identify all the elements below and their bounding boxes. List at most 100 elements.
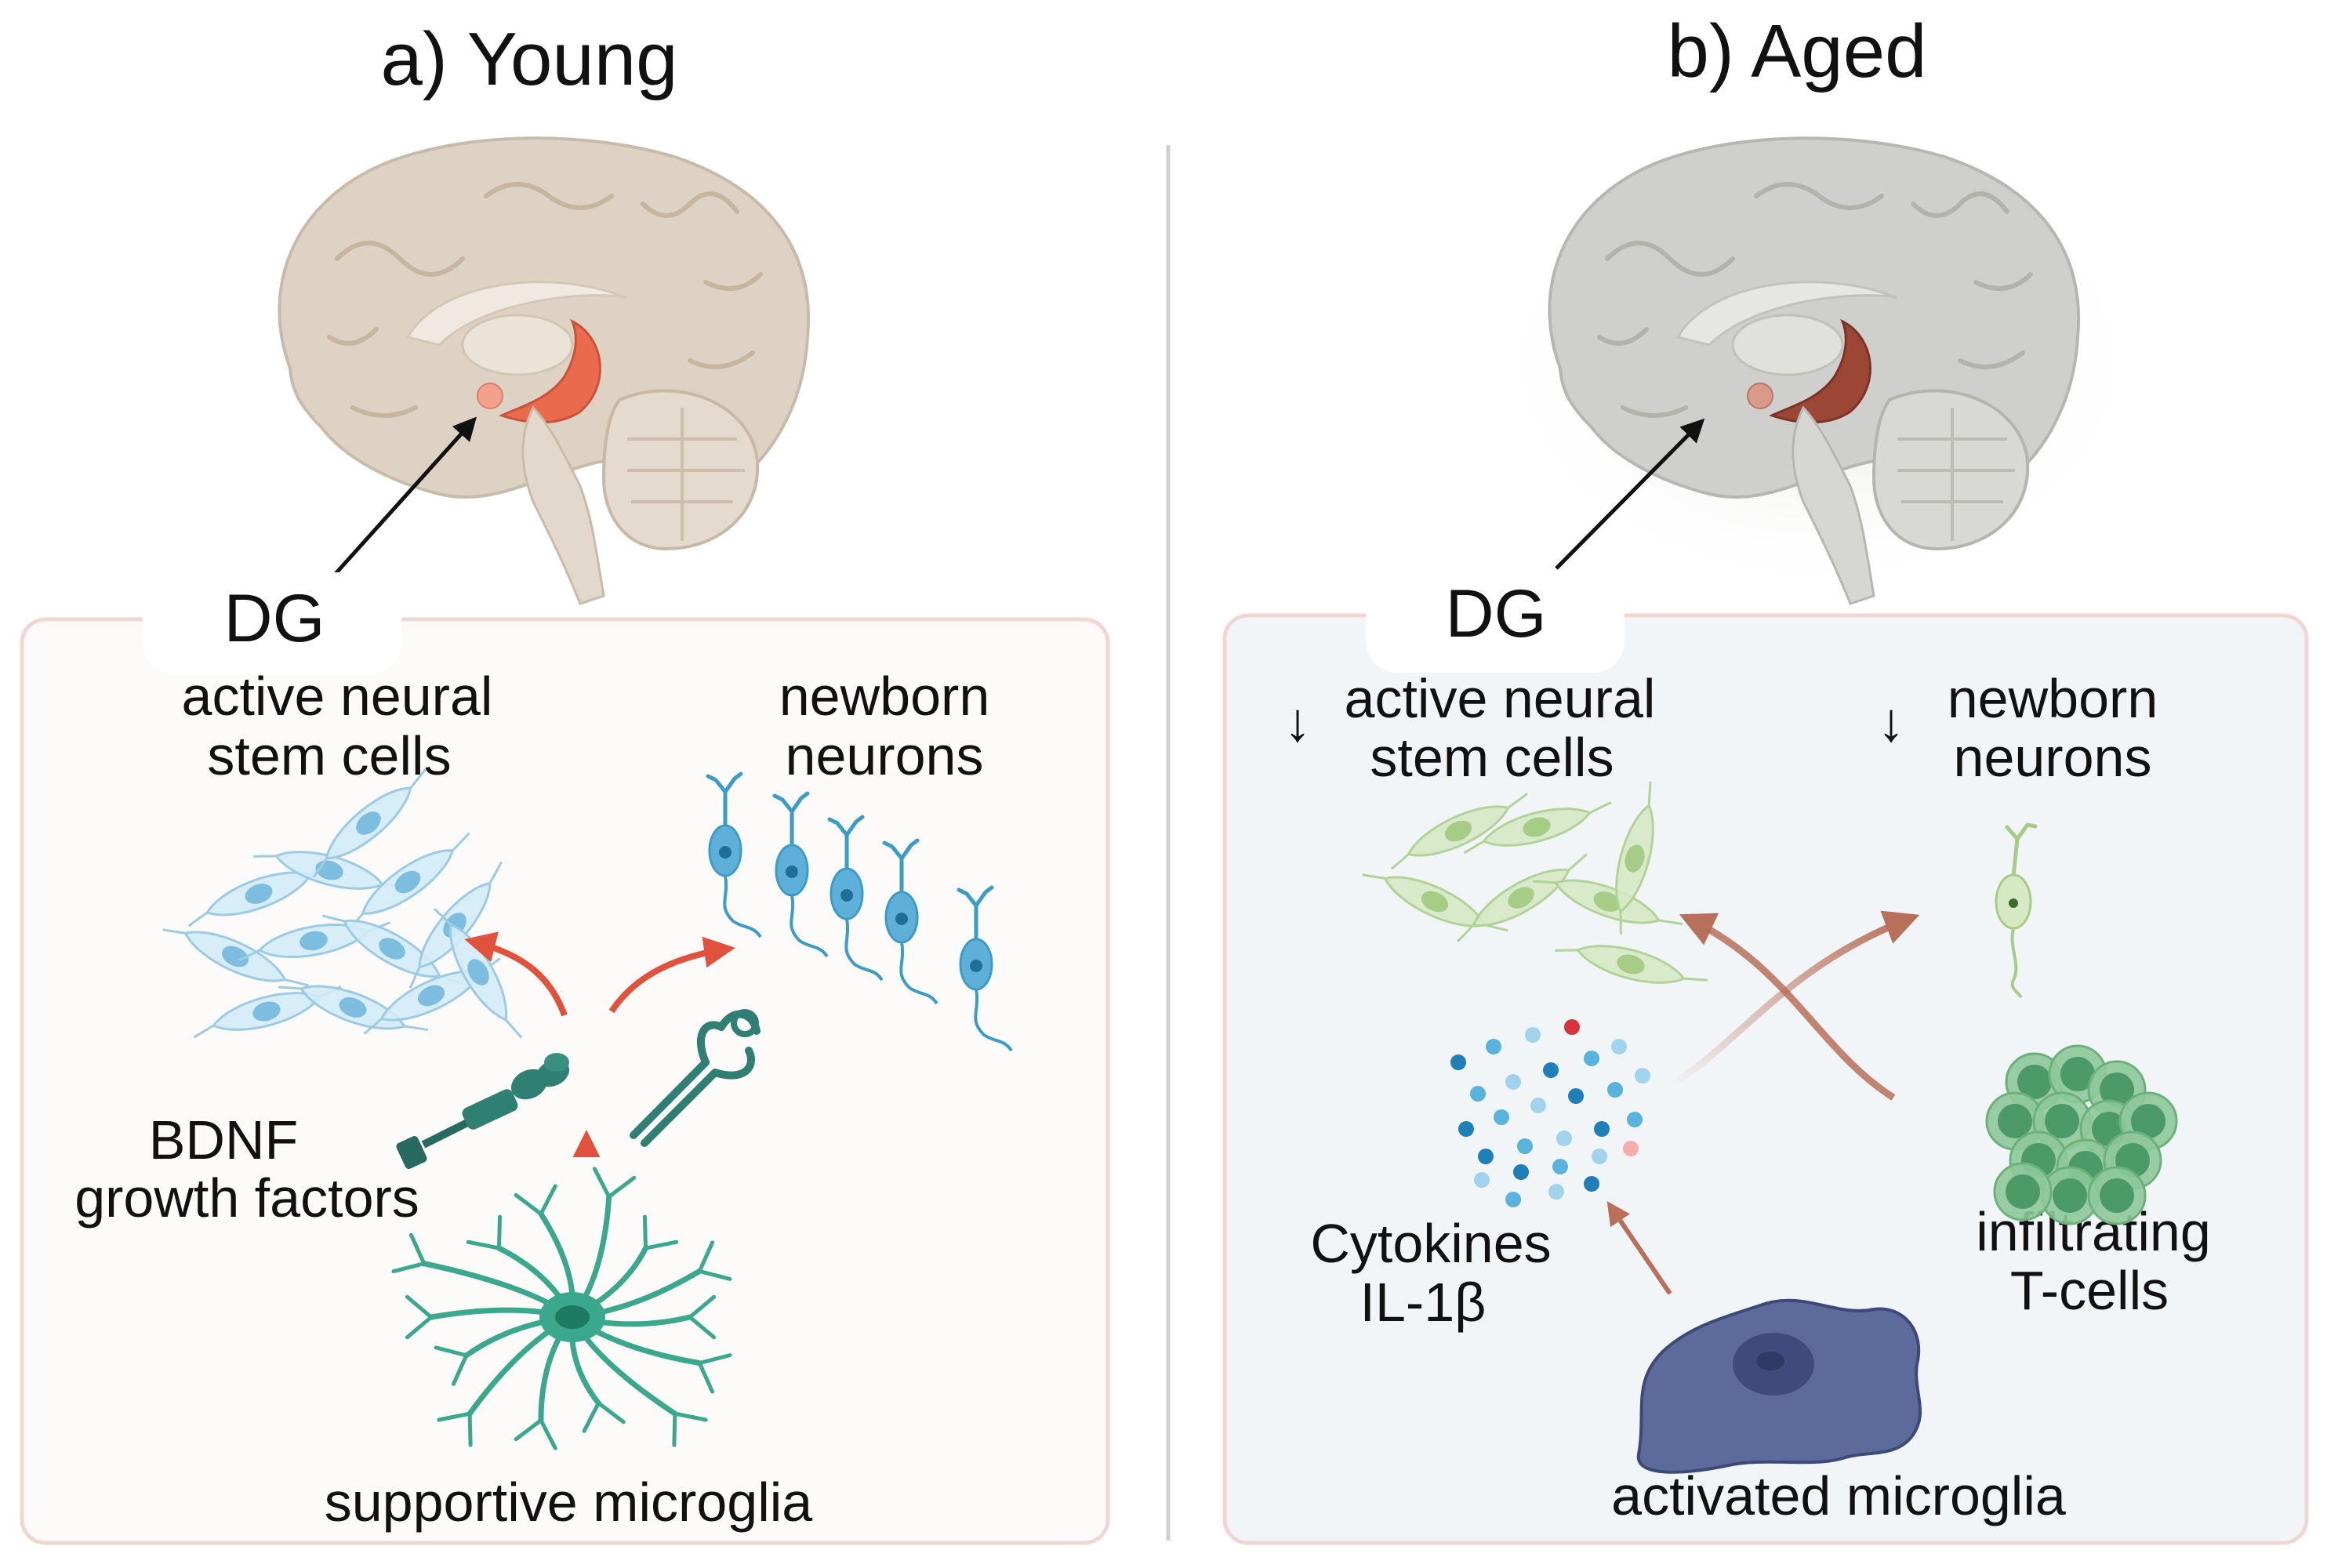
- microglia-branch: [405, 1294, 434, 1340]
- aged-brain-folds: [1597, 182, 2033, 418]
- microglia-branch: [514, 1418, 557, 1450]
- young-panel-title: a) Young: [380, 17, 677, 101]
- neuron-nucleus: [840, 889, 853, 902]
- microglia-branch: [697, 1353, 732, 1394]
- young-factors-label-2: growth factors: [74, 1167, 419, 1229]
- microglia-branch: [391, 1232, 427, 1274]
- bdnf-molecule: [396, 1053, 570, 1170]
- stem-cell-nucleus: [221, 946, 249, 967]
- aged-panel-title: b) Aged: [1668, 9, 1927, 93]
- young-arrow-to-stem-cells: [464, 931, 568, 1017]
- tcell-nucleus: [2100, 1073, 2134, 1107]
- aged-tcells-label-2: T-cells: [2010, 1260, 2169, 1321]
- growth-factor-molecule: [630, 1009, 761, 1147]
- newborn-neuron: [772, 791, 829, 958]
- tcell-nucleus: [2060, 1057, 2095, 1091]
- neuron-axon: [974, 989, 1013, 1052]
- aged-dg-label-bg: [1366, 571, 1625, 673]
- microglia-branch: [582, 1401, 626, 1433]
- young-brainstem: [521, 405, 605, 605]
- stem-cell: [1457, 853, 1588, 942]
- cytokine-particle: [1568, 1088, 1584, 1104]
- newborn-neuron: [882, 838, 938, 1005]
- aged-hippocampus[interactable]: [1769, 318, 1871, 424]
- young-dg-label-bg: [143, 572, 401, 674]
- young-corpus-callosum: [405, 281, 628, 347]
- microglia-branch: [466, 1214, 503, 1250]
- cytokine-particle: [1486, 1039, 1501, 1054]
- aged-dg-label: DG: [1446, 576, 1547, 652]
- cytokine-particle: [1478, 1149, 1494, 1164]
- young-microglia-label: supportive microglia: [325, 1472, 813, 1533]
- supportive-microglia-cell: [391, 1167, 732, 1450]
- young-newborn-neurons: [706, 771, 1013, 1052]
- stem-cell-nucleus: [1444, 820, 1472, 842]
- microglia-branch: [672, 1411, 708, 1447]
- aged-arrow-cytokines-to-neurons: [1668, 910, 1920, 1089]
- infiltrating-tcells-cluster: [1985, 1044, 2178, 1225]
- stem-cell-nucleus: [1421, 891, 1449, 913]
- aged-cytokines-label-1: Cytokines: [1310, 1213, 1551, 1274]
- microglia-branch: [688, 1294, 717, 1340]
- young-amygdala: [477, 383, 503, 409]
- cytokine-particle: [1635, 1068, 1650, 1083]
- stem-cell-nucleus: [1617, 954, 1645, 975]
- aged-newborn-neuron: [1995, 822, 2038, 999]
- aged-brainstem: [1792, 405, 1875, 605]
- aged-microglia-label: activated microglia: [1611, 1465, 2066, 1526]
- tcell-nucleus: [2045, 1104, 2079, 1138]
- cytokine-particle: [1552, 1159, 1568, 1174]
- young-stem-cells-label-1: active neural: [182, 666, 493, 727]
- aged-neurons-decrease-arrow: ↓: [1878, 691, 1905, 753]
- cytokine-particle: [1564, 1019, 1580, 1035]
- stem-cell: [434, 908, 523, 1039]
- aged-panel: b) Aged DG ↓ active neural stem cells ↓ …: [1222, 9, 2309, 1545]
- cytokine-particle: [1623, 1141, 1639, 1156]
- young-stem-cells-label-2: stem cells: [207, 725, 451, 786]
- aged-corpus-callosum: [1675, 281, 1898, 347]
- newborn-neuron: [1995, 822, 2038, 999]
- cytokine-particle: [1611, 1039, 1627, 1054]
- microglia-branch: [437, 1411, 473, 1447]
- neuron-axon: [2010, 927, 2023, 999]
- aged-stem-cells-label-1: active neural: [1345, 668, 1656, 729]
- stem-cell-nucleus: [339, 997, 367, 1018]
- tcell-nucleus: [2017, 1065, 2052, 1099]
- stem-cell-nucleus: [1508, 887, 1534, 909]
- cytokine-particle: [1525, 1027, 1541, 1043]
- cytokine-particle: [1607, 1082, 1623, 1098]
- young-hippocampus[interactable]: [499, 318, 601, 424]
- cytokine-particle: [1470, 1086, 1486, 1102]
- stem-cell: [1615, 781, 1654, 935]
- cytokine-particle: [1594, 1121, 1610, 1137]
- stem-cell: [347, 832, 470, 932]
- tcell: [1993, 1162, 2053, 1221]
- stem-cell: [162, 928, 309, 987]
- stem-cell: [1463, 800, 1612, 855]
- tcell-nucleus: [2006, 1174, 2040, 1209]
- young-factors-label-1: BDNF: [149, 1109, 299, 1171]
- stem-cell-nucleus: [299, 931, 328, 951]
- young-thalamus: [461, 314, 574, 376]
- cytokine-particle: [1543, 1062, 1559, 1078]
- stem-cell: [1555, 945, 1708, 984]
- aged-thalamus: [1731, 314, 1844, 376]
- cytokine-particle: [1530, 1098, 1546, 1113]
- cytokine-particles: [1450, 1019, 1650, 1207]
- neuron-nucleus: [719, 846, 731, 858]
- tcell-nucleus: [1998, 1104, 2032, 1138]
- cytokine-particle: [1517, 1138, 1533, 1154]
- cytokine-particle: [1513, 1164, 1529, 1180]
- tcell-nucleus: [2100, 1178, 2134, 1213]
- cytokine-particle: [1592, 1149, 1607, 1164]
- cytokine-particle: [1458, 1121, 1474, 1137]
- cytokine-particle: [1556, 1131, 1572, 1146]
- young-dg-pointer-arrow: [332, 416, 477, 578]
- aged-dg-inset: [1222, 613, 2309, 1545]
- aged-arrow-microglia-to-cytokines: [1606, 1201, 1672, 1295]
- stem-cell-nucleus: [356, 811, 381, 835]
- young-brain-folds: [327, 182, 763, 418]
- aged-cerebellum-folds: [1897, 408, 2015, 541]
- aged-stem-cell-cluster: [1362, 781, 1708, 984]
- young-arrow-to-neurons: [608, 936, 735, 1014]
